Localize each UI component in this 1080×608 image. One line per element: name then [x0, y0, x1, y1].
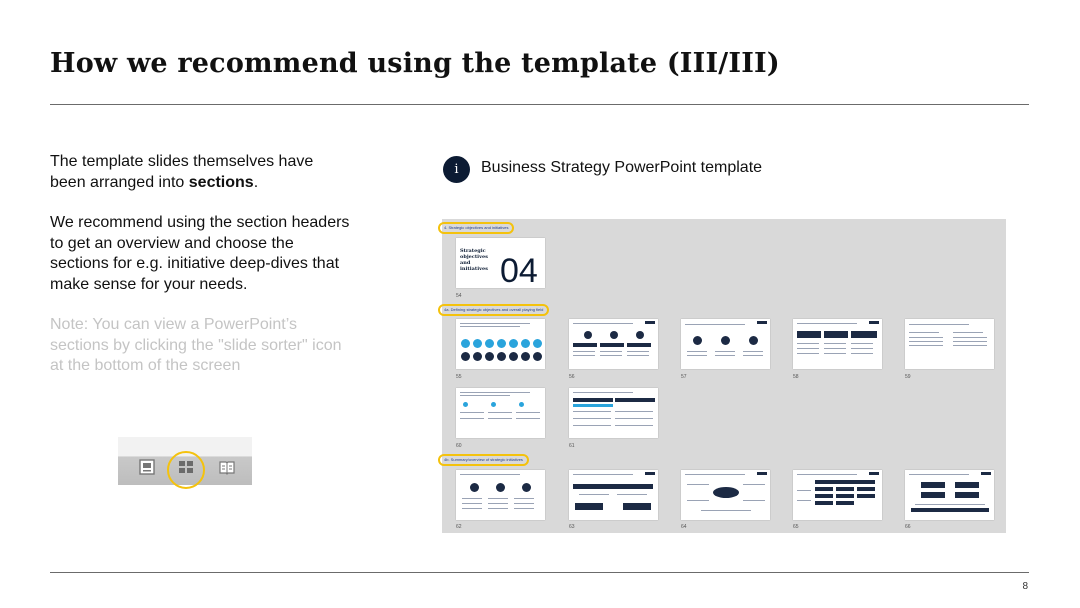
slide-number: 64: [681, 524, 687, 530]
note-paragraph: Note: You can view a PowerPoint’s sectio…: [50, 316, 342, 374]
section-label-4b: 4b. Summary/overview of strategic initia…: [438, 454, 529, 466]
slide-number: 62: [456, 524, 462, 530]
slide-number: 65: [793, 524, 799, 530]
footer-divider: [50, 572, 1029, 573]
slide-thumbnail: [456, 319, 545, 369]
section-label-4a: 4a. Defining strategic objectives and ov…: [438, 304, 550, 316]
slide-sorter-highlight-ring: [167, 451, 205, 489]
recommendation-paragraph: We recommend using the section headers t…: [50, 214, 350, 293]
slide-number: 58: [793, 374, 799, 380]
slide-thumbnail: [793, 319, 882, 369]
slide-thumbnail: [456, 470, 545, 520]
slide-number: 60: [456, 443, 462, 449]
section-divider-title: Strategic objectives and initiatives: [460, 248, 488, 272]
slide-thumbnail: [681, 470, 770, 520]
sections-bold: sections: [188, 173, 254, 191]
explanation-text: The template slides themselves have been…: [50, 152, 350, 397]
section-label-4: 4. Strategic objectives and initiatives: [438, 222, 515, 234]
sections-text: The template slides themselves have been…: [50, 153, 314, 191]
slide-thumbnail: [569, 470, 658, 520]
normal-view-icon: [139, 459, 155, 475]
info-icon: i: [443, 156, 470, 183]
slide-thumbnail: [681, 319, 770, 369]
slide-thumbnail: [905, 319, 994, 369]
slide-number: 63: [569, 524, 575, 530]
slide-title: How we recommend using the template (III…: [50, 48, 780, 79]
slide-number: 66: [905, 524, 911, 530]
sections-period: .: [253, 173, 259, 191]
slide-thumbnail: [905, 470, 994, 520]
view-toolbar-screenshot: [118, 437, 252, 489]
section-divider-thumbnail: Strategic objectives and initiatives 04: [456, 238, 545, 288]
slide-thumbnail: [569, 319, 658, 369]
slide-number: 54: [456, 293, 462, 299]
reading-view-icon: [219, 461, 235, 475]
slide-number: 57: [681, 374, 687, 380]
page-number: 8: [1022, 581, 1028, 592]
slide-number: 61: [569, 443, 575, 449]
title-divider: [50, 104, 1029, 105]
slide-number: 59: [905, 374, 911, 380]
template-name-label: Business Strategy PowerPoint template: [481, 159, 763, 176]
slide-thumbnail: [569, 388, 658, 438]
sections-paragraph: The template slides themselves have been…: [50, 152, 350, 193]
section-number: 04: [500, 252, 538, 288]
slide-thumbnail: [793, 470, 882, 520]
slide-number: 55: [456, 374, 462, 380]
slide-thumbnail: [456, 388, 545, 438]
slide-number: 56: [569, 374, 575, 380]
slide-sorter-preview: 4. Strategic objectives and initiatives …: [438, 219, 1006, 533]
